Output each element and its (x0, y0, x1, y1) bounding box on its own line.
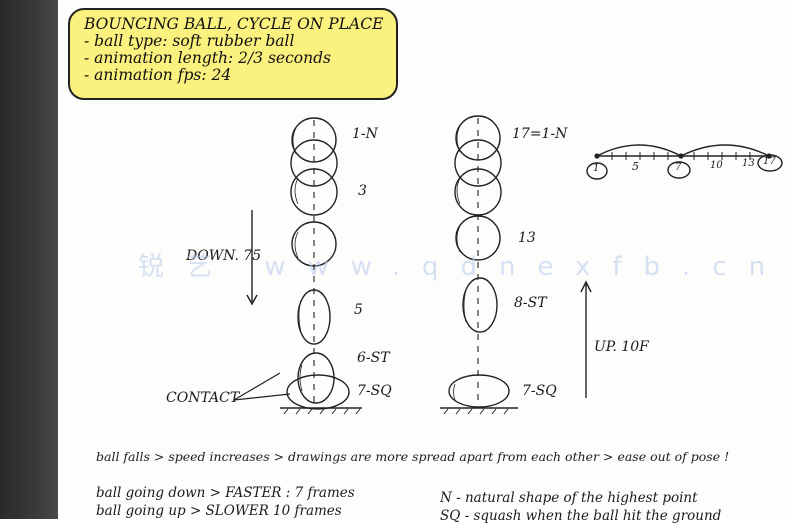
left-ball-3 (290, 168, 338, 216)
note-title: BOUNCING BALL, CYCLE ON PLACE (84, 15, 384, 33)
title-note: BOUNCING BALL, CYCLE ON PLACE - ball typ… (68, 8, 398, 100)
timeline-label-13: 13 (742, 158, 755, 169)
timeline-dot-mid (678, 153, 684, 159)
left-ball-7-squash (286, 374, 350, 410)
right-ball-shading (453, 125, 467, 401)
right-ball-1 (455, 115, 501, 161)
note-text-line-2: ball going down > FASTER : 7 frames (96, 485, 355, 501)
left-ball-5 (297, 289, 331, 345)
right-label-3: 8-ST (514, 295, 547, 311)
note-ball-type: - ball type: soft rubber ball (84, 32, 295, 50)
timeline-arcs (596, 144, 770, 157)
left-label-4: 6-ST (357, 350, 390, 366)
contact-label: CONTACT (166, 390, 240, 406)
right-ball-6-squash (448, 374, 510, 408)
timeline-label-1: 1 (593, 163, 600, 174)
right-label-4: 7-SQ (522, 383, 557, 399)
up-arrow-label: UP. 10F (594, 339, 649, 355)
right-ball-4 (455, 215, 501, 261)
timeline-dot-start (594, 153, 600, 159)
left-label-5: 7-SQ (357, 383, 392, 399)
timeline-label-10: 10 (710, 160, 723, 171)
left-label-3: 5 (354, 302, 363, 318)
timeline-circle-1 (586, 162, 608, 180)
note-animation-fps: - animation fps: 24 (84, 66, 232, 84)
note-animation-length: - animation length: 2/3 seconds (84, 49, 331, 67)
right-label-1: 17=1-N (512, 126, 568, 142)
left-ball-1 (291, 117, 337, 163)
left-ball-shading (292, 127, 303, 392)
right-ball-5-stretch (462, 277, 498, 333)
watermark: 锐艺 www.qdnexfb.cn (138, 252, 788, 282)
contact-pointer-lines (233, 372, 291, 401)
right-ball-2 (454, 139, 502, 187)
note-text-line-3: ball going up > SLOWER 10 frames (96, 503, 342, 519)
left-ground-hatch (283, 408, 361, 415)
down-arrow-head (246, 294, 258, 306)
up-arrow-head (580, 280, 592, 293)
right-ball-3 (454, 168, 502, 216)
left-ball-4 (291, 221, 337, 267)
note-text-line-1: ball falls > speed increases > drawings … (96, 449, 730, 464)
timeline-label-7: 7 (675, 162, 682, 173)
legend-line-2: SQ - squash when the ball hit the ground (440, 508, 722, 524)
left-ball-2 (290, 139, 338, 187)
timeline-ticks (611, 152, 751, 160)
right-ground-hatch (443, 408, 509, 415)
left-label-1: 1-N (352, 126, 378, 142)
left-label-2: 3 (358, 183, 367, 199)
timeline-label-17: 17 (763, 156, 776, 167)
legend-line-1: N - natural shape of the highest point (440, 490, 698, 506)
window-dark-edge (0, 0, 58, 519)
left-ball-6-stretch (297, 352, 335, 404)
right-label-2: 13 (518, 230, 536, 246)
timeline-dot-end (766, 153, 772, 159)
timeline-circle-7 (667, 161, 691, 179)
down-arrow-label: DOWN. 75 (186, 248, 262, 264)
timeline-label-5: 5 (632, 160, 639, 173)
